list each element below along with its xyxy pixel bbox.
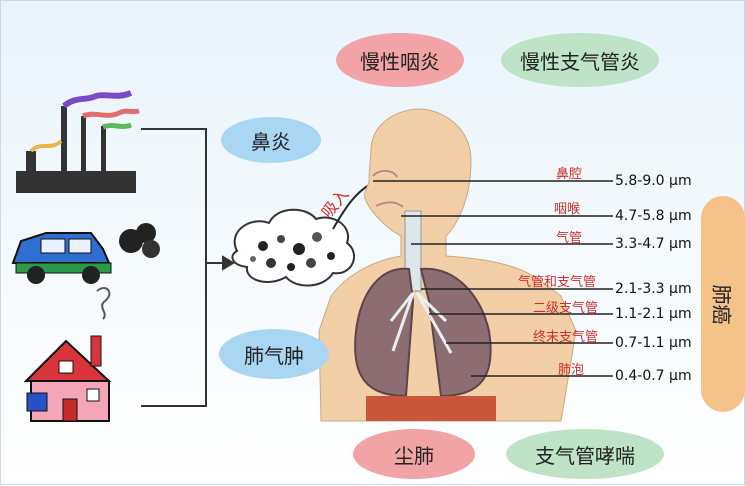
house-icon [26,336,109,421]
asthma-label: 支气管哮喘 [535,440,635,469]
source-connector [141,129,233,406]
lung-cancer-label: 肺癌 [709,284,738,324]
airway-label-pharynx: 咽喉 [554,198,580,217]
size-range-pharynx: 4.7-5.8 μm [615,208,692,224]
chronic-pharyngitis-bubble: 慢性咽炎 [336,33,464,87]
asthma-bubble: 支气管哮喘 [506,429,664,479]
emphysema-label: 肺气肿 [244,340,304,369]
airway-label-bronchi: 气管和支气管 [518,271,596,290]
chronic-bronchitis-bubble: 慢性支气管炎 [501,33,659,87]
factory-icon [16,93,139,193]
airway-label-terminal-bronchi: 终末支气管 [533,326,598,345]
size-range-secondary-bronchi: 1.1-2.1 μm [615,306,692,322]
particle-cloud-icon [232,210,354,286]
airway-label-alveoli: 肺泡 [558,359,584,378]
size-range-trachea: 3.3-4.7 μm [615,236,692,252]
airway-label-secondary-bronchi: 二级支气管 [533,297,598,316]
inhale-label: 吸入 [318,185,353,222]
chronic-pharyngitis-label: 慢性咽炎 [360,46,440,75]
pneumoconiosis-label: 尘肺 [394,440,434,469]
emphysema-bubble: 肺气肿 [219,329,329,379]
car-icon [13,223,160,319]
pneumoconiosis-bubble: 尘肺 [353,429,475,479]
size-range-nasal: 5.8-9.0 μm [615,173,692,189]
airway-label-trachea: 气管 [556,227,582,246]
size-range-alveoli: 0.4-0.7 μm [615,368,692,384]
lung-cancer-bubble: 肺癌 [701,196,745,412]
rhinitis-label: 鼻炎 [251,126,291,155]
size-range-bronchi: 2.1-3.3 μm [615,281,692,297]
rhinitis-bubble: 鼻炎 [221,117,321,163]
airway-label-nasal: 鼻腔 [556,163,582,182]
chronic-bronchitis-label: 慢性支气管炎 [520,46,640,75]
human-figure [319,109,576,421]
size-range-terminal-bronchi: 0.7-1.1 μm [615,335,692,351]
